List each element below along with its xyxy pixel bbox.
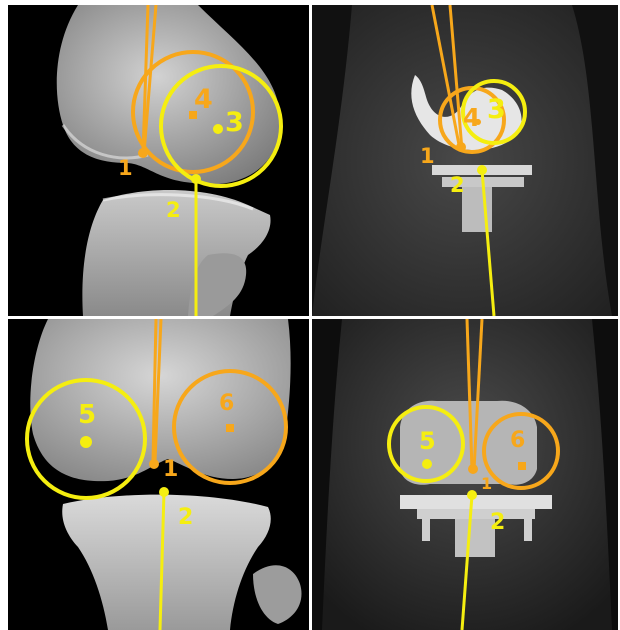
point-2 — [159, 487, 169, 497]
label-6: 6 — [510, 428, 525, 453]
label-1: 1 — [420, 144, 435, 168]
point-1 — [138, 148, 148, 158]
center-5 — [422, 459, 432, 469]
coronal-implant-xray: 1 2 5 6 — [312, 319, 618, 630]
sagittal-native-xray: 1 2 3 4 — [8, 5, 309, 316]
point-2 — [467, 490, 477, 500]
center-5 — [80, 436, 92, 448]
soft-tissue — [312, 5, 612, 316]
point-1 — [149, 459, 159, 469]
point-1 — [456, 142, 466, 152]
center-3 — [213, 124, 223, 134]
center-6 — [226, 424, 234, 432]
sagittal-native-panel: 1 2 3 4 — [8, 5, 309, 316]
coronal-native-xray: 1 2 5 6 — [8, 319, 309, 630]
label-4: 4 — [463, 103, 480, 132]
label-2: 2 — [450, 173, 465, 197]
coronal-implant-panel: 1 2 5 6 — [312, 319, 618, 630]
label-3: 3 — [487, 94, 506, 125]
sagittal-implant-xray: 1 2 3 4 — [312, 5, 618, 316]
label-1: 1 — [481, 474, 492, 493]
tibial-stem — [455, 519, 495, 557]
coronal-native-panel: 1 2 5 6 — [8, 319, 309, 630]
label-2: 2 — [490, 510, 505, 535]
center-6 — [518, 462, 526, 470]
point-1 — [468, 464, 478, 474]
label-1: 1 — [118, 156, 133, 180]
label-5: 5 — [419, 427, 436, 455]
label-4: 4 — [194, 84, 213, 115]
label-2: 2 — [178, 505, 193, 530]
point-2 — [477, 165, 487, 175]
label-6: 6 — [219, 391, 234, 416]
label-2: 2 — [166, 198, 181, 222]
label-3: 3 — [225, 107, 244, 138]
label-1: 1 — [163, 457, 178, 482]
label-5: 5 — [78, 400, 96, 430]
point-2 — [191, 174, 201, 184]
sagittal-implant-panel: 1 2 3 4 — [312, 5, 618, 316]
